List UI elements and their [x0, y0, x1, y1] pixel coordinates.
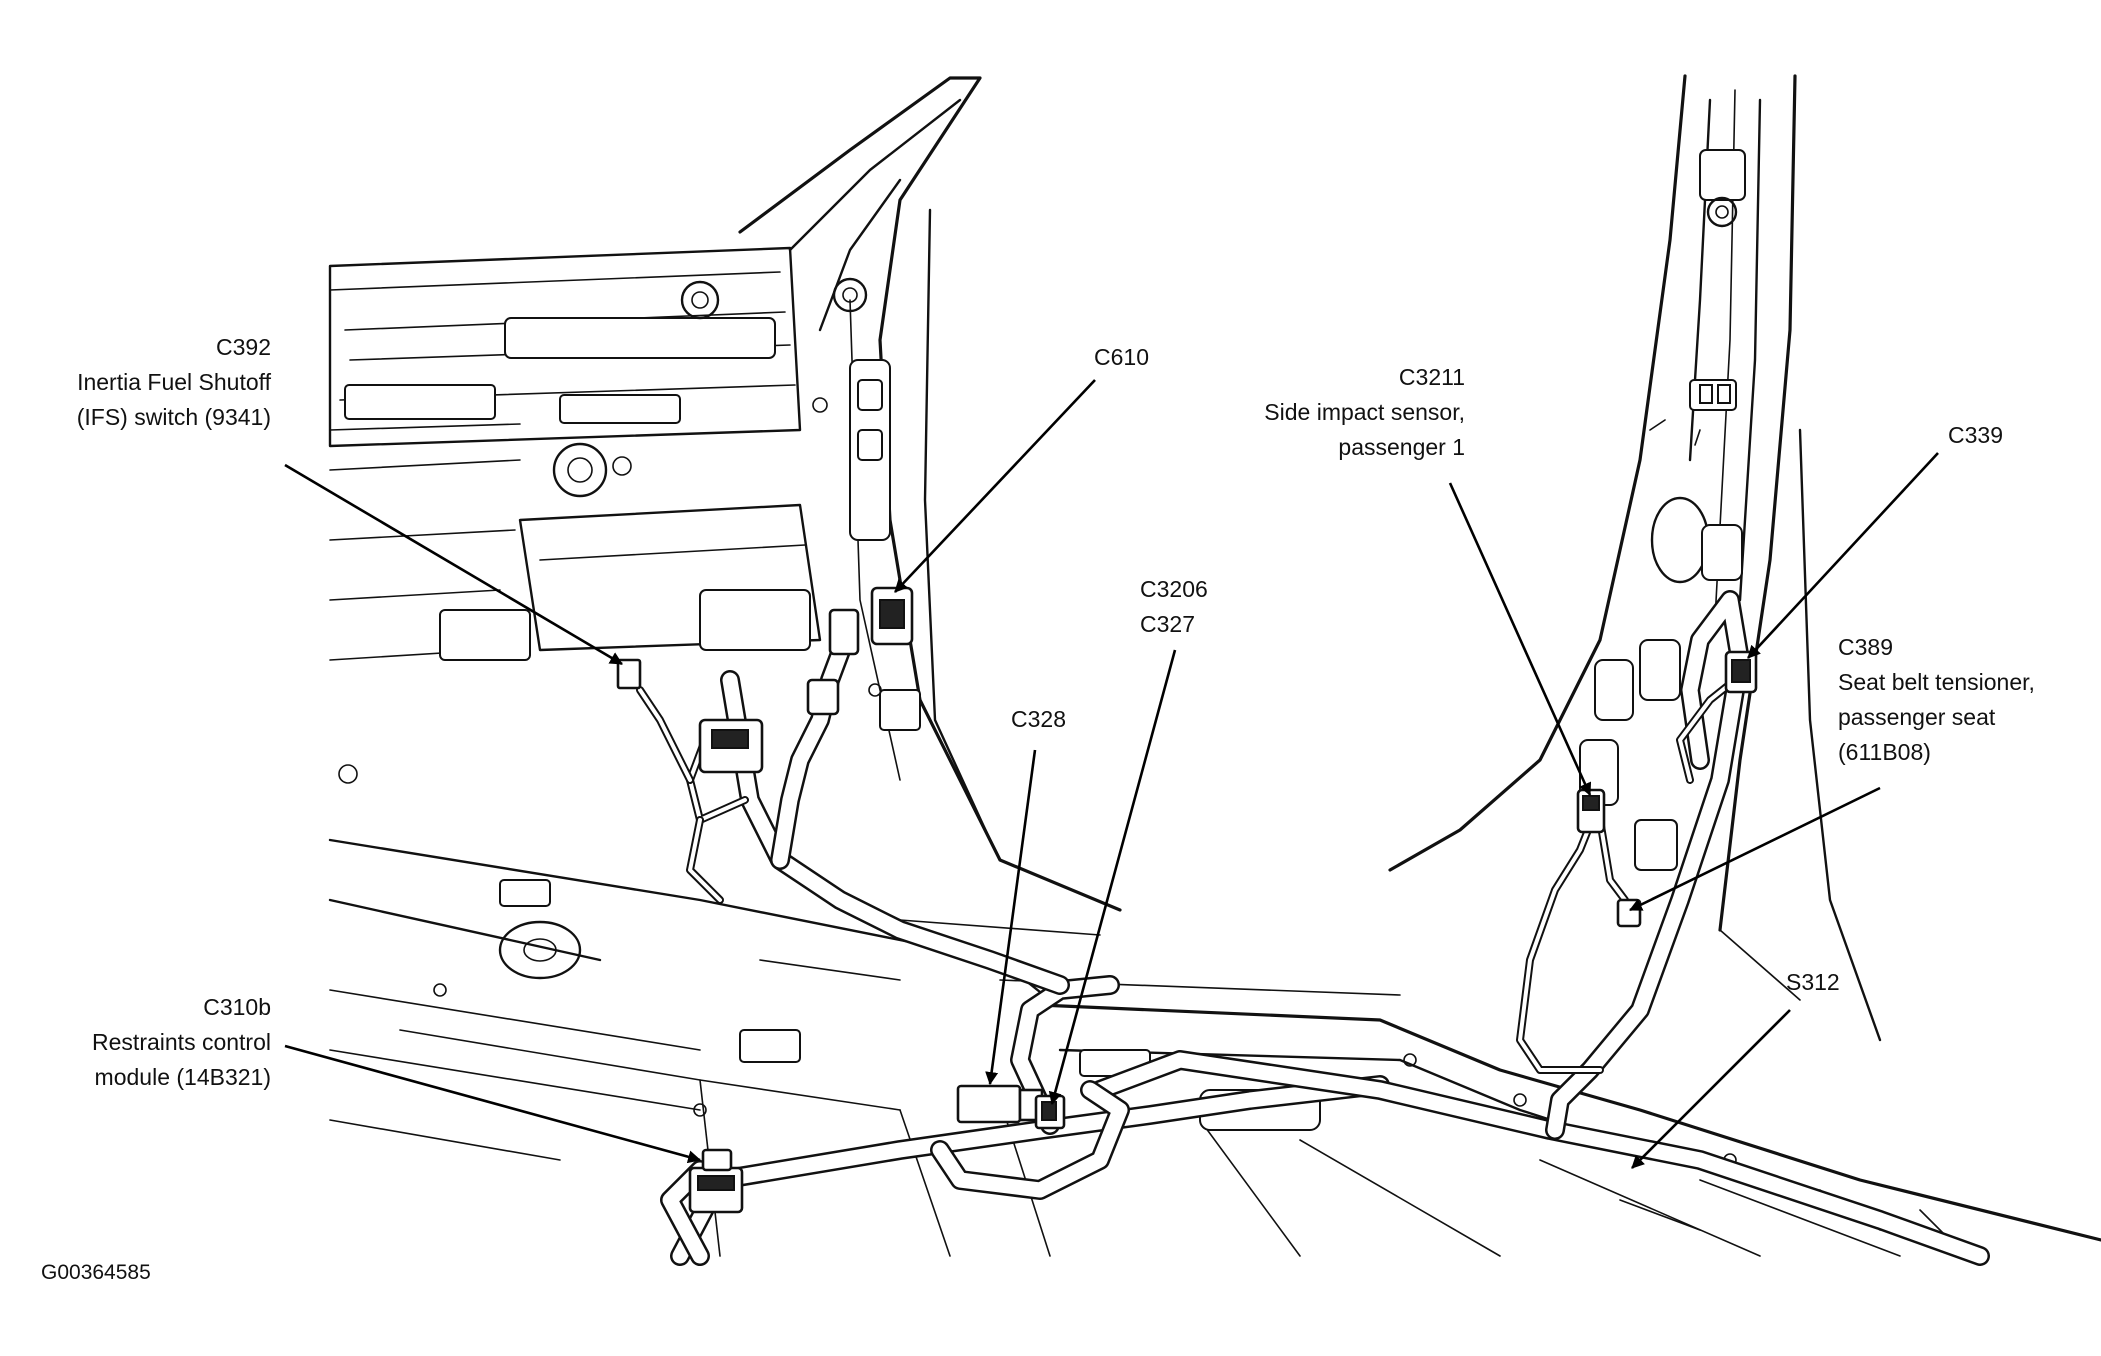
callout-c392-line3: (IFS) switch (9341)	[76, 404, 271, 430]
callout-c310b-line3: module (14B321)	[94, 1064, 271, 1090]
callout-c328: C328	[1011, 702, 1066, 737]
callout-c392-line2: Inertia Fuel Shutoff	[77, 369, 271, 395]
leader-c392	[284, 463, 623, 666]
callout-c610-id: C610	[1094, 344, 1149, 370]
leader-c610	[894, 379, 1096, 593]
callout-c3211: C3211 Side impact sensor, passenger 1	[1264, 360, 1465, 465]
callout-c3211-line2: Side impact sensor,	[1264, 399, 1465, 425]
callout-c389-line4: (611B08)	[1838, 739, 1931, 765]
callout-c310b: C310b Restraints control module (14B321)	[92, 990, 271, 1095]
callout-c392: C392 Inertia Fuel Shutoff (IFS) switch (…	[77, 330, 271, 435]
leader-c328	[985, 749, 1037, 1086]
leader-s312	[1631, 1009, 1791, 1169]
callout-c3206-c327: C3206 C327	[1140, 572, 1208, 642]
callout-c389-id: C389	[1838, 634, 1893, 660]
leader-c389	[1629, 786, 1881, 912]
callout-s312: S312	[1786, 965, 1840, 1000]
leader-lines	[284, 379, 1939, 1169]
callout-c3211-line3: passenger 1	[1338, 434, 1465, 460]
callout-c328-id: C328	[1011, 706, 1066, 732]
leader-c339	[1747, 452, 1939, 659]
callout-c339-id: C339	[1948, 422, 2003, 448]
callout-c339: C339	[1948, 418, 2003, 453]
callout-c310b-id: C310b	[203, 994, 271, 1020]
callout-c389: C389 Seat belt tensioner, passenger seat…	[1838, 630, 2035, 770]
callout-c310b-line2: Restraints control	[92, 1029, 271, 1055]
callout-c327-id: C327	[1140, 611, 1195, 637]
callout-c3211-id: C3211	[1398, 364, 1465, 390]
vehicle-body-illustration	[328, 74, 2101, 1257]
callout-c3206-id: C3206	[1140, 576, 1208, 602]
leader-c310b	[284, 1044, 702, 1164]
leader-c3211	[1448, 482, 1592, 796]
callout-s312-id: S312	[1786, 969, 1840, 995]
callout-c392-id: C392	[216, 334, 271, 360]
leader-c3206	[1048, 649, 1177, 1106]
wiring-harness	[616, 586, 1990, 1266]
callout-c389-line3: passenger seat	[1838, 704, 1996, 730]
callout-c610: C610	[1094, 340, 1149, 375]
figure-id: G00364585	[41, 1261, 151, 1284]
callout-c389-line2: Seat belt tensioner,	[1838, 669, 2035, 695]
